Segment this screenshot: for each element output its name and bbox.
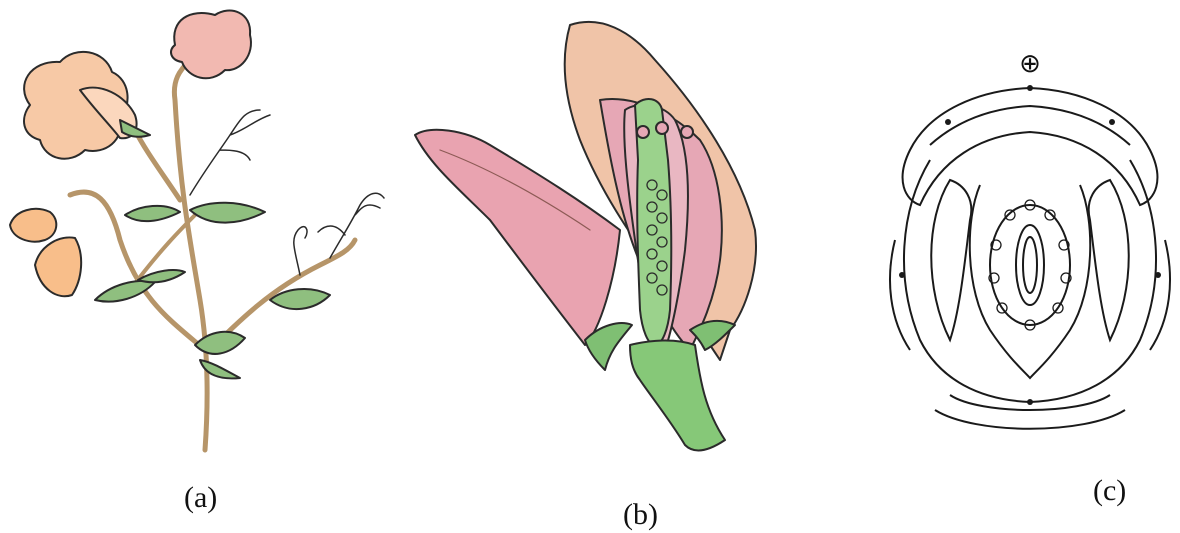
standard-petal-inner-line (930, 106, 1130, 145)
panel-label-c: (c) (1093, 476, 1126, 506)
panel-label-b: (b) (623, 500, 658, 530)
flower-small-1 (10, 209, 56, 242)
panel-label-a: (a) (184, 483, 217, 513)
panel-a-illustration (0, 0, 400, 470)
wing-petal-left (931, 180, 971, 340)
leaf-1 (190, 203, 265, 223)
tendril-mid (294, 227, 307, 275)
stamen-ring (990, 205, 1070, 325)
pistil-inner (1023, 237, 1037, 293)
receptacle-pedicel (630, 340, 725, 450)
flower-small-2 (35, 237, 81, 296)
keel-outline (970, 185, 1090, 378)
wing-petal-right (1089, 180, 1129, 340)
bract-lower-2 (935, 410, 1125, 429)
panel-c-illustration: ⊕ (870, 0, 1180, 470)
stamen-markers (989, 200, 1071, 330)
tendril-top (190, 110, 270, 195)
floral-symbol: ⊕ (1019, 49, 1041, 79)
panel-b-illustration (400, 0, 770, 470)
branch-upper (135, 130, 180, 200)
leaf-2 (125, 206, 180, 221)
main-stem-fill (174, 60, 207, 450)
